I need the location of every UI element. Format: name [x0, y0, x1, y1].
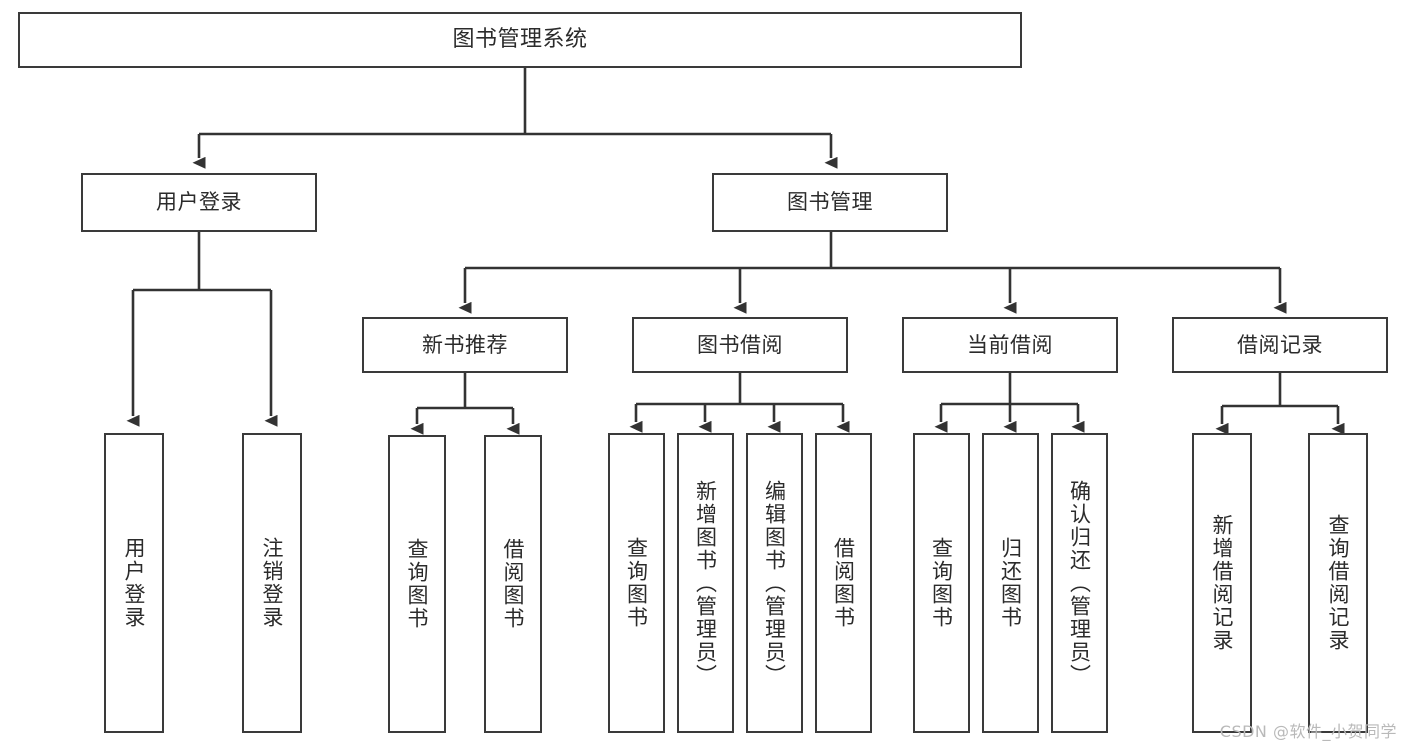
node-label: 用户登录: [156, 190, 242, 215]
node-label: 归还图书: [998, 537, 1023, 629]
leaf-return-book[interactable]: 归还图书: [982, 433, 1039, 733]
leaf-query-book-borrow[interactable]: 查询图书: [608, 433, 665, 733]
node-label: 查询借阅记录: [1326, 514, 1351, 652]
leaf-query-book-current[interactable]: 查询图书: [913, 433, 970, 733]
leaf-add-borrow-record[interactable]: 新增借阅记录: [1192, 433, 1252, 733]
node-current-borrow[interactable]: 当前借阅: [902, 317, 1118, 373]
leaf-edit-book[interactable]: 编辑图书（管理员）: [746, 433, 803, 733]
node-label: 新书推荐: [422, 332, 508, 357]
node-label: 图书管理系统: [452, 27, 588, 53]
node-label: 查询图书: [405, 538, 430, 630]
node-root-system[interactable]: 图书管理系统: [18, 12, 1022, 68]
leaf-logout[interactable]: 注销登录: [242, 433, 302, 733]
node-label: 借阅记录: [1237, 332, 1323, 357]
node-book-borrow[interactable]: 图书借阅: [632, 317, 848, 373]
node-label: 确认归还（管理员）: [1067, 479, 1092, 687]
leaf-user-login[interactable]: 用户登录: [104, 433, 164, 733]
node-book-manage[interactable]: 图书管理: [712, 173, 948, 232]
leaf-add-book[interactable]: 新增图书（管理员）: [677, 433, 734, 733]
node-label: 用户登录: [122, 537, 147, 629]
leaf-query-borrow-record[interactable]: 查询借阅记录: [1308, 433, 1368, 733]
node-label: 查询图书: [929, 537, 954, 629]
node-label: 编辑图书（管理员）: [762, 479, 787, 687]
leaf-borrow-book-recommend[interactable]: 借阅图书: [484, 435, 542, 733]
node-label: 借阅图书: [831, 537, 856, 629]
node-label: 图书借阅: [697, 332, 783, 357]
node-label: 当前借阅: [967, 332, 1053, 357]
node-borrow-record[interactable]: 借阅记录: [1172, 317, 1388, 373]
node-label: 注销登录: [260, 537, 285, 629]
node-label: 借阅图书: [501, 538, 526, 630]
node-label: 图书管理: [787, 190, 873, 215]
node-label: 查询图书: [624, 537, 649, 629]
node-label: 新增图书（管理员）: [693, 479, 718, 687]
node-label: 新增借阅记录: [1210, 514, 1235, 652]
leaf-borrow-book[interactable]: 借阅图书: [815, 433, 872, 733]
node-user-login[interactable]: 用户登录: [81, 173, 317, 232]
leaf-query-book-recommend[interactable]: 查询图书: [388, 435, 446, 733]
node-new-book-recommend[interactable]: 新书推荐: [362, 317, 568, 373]
watermark-text: CSDN @软件_小贺同学: [1219, 722, 1397, 741]
leaf-confirm-return[interactable]: 确认归还（管理员）: [1051, 433, 1108, 733]
